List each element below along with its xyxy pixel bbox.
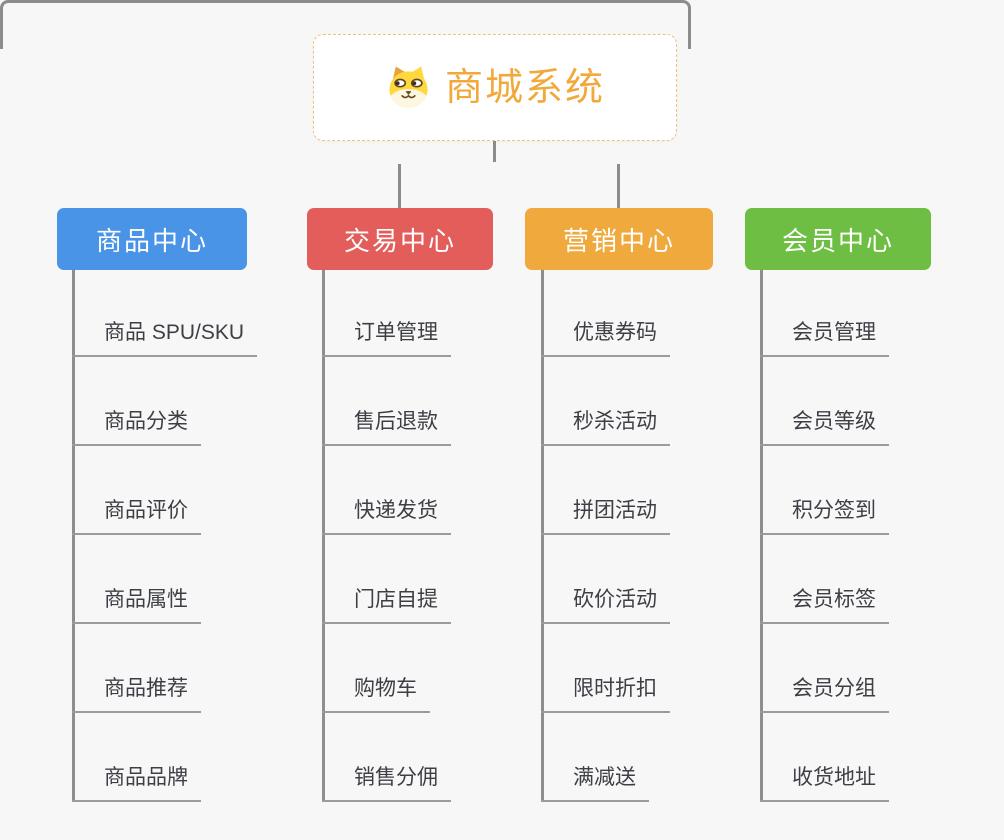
leaf-node[interactable]: 会员管理 xyxy=(760,319,889,357)
leaf-node[interactable]: 商品推荐 xyxy=(72,675,201,713)
branch-node-trade[interactable]: 交易中心 xyxy=(307,208,493,270)
leaf-node[interactable]: 商品属性 xyxy=(72,586,201,624)
connector-trunk-member xyxy=(760,270,763,802)
branch-node-member[interactable]: 会员中心 xyxy=(745,208,931,270)
leaf-node[interactable]: 订单管理 xyxy=(322,319,451,357)
leaf-node[interactable]: 优惠券码 xyxy=(541,319,670,357)
leaf-node[interactable]: 积分签到 xyxy=(760,497,889,535)
branch-node-product[interactable]: 商品中心 xyxy=(57,208,247,270)
leaf-node[interactable]: 商品分类 xyxy=(72,408,201,446)
branch-node-marketing[interactable]: 营销中心 xyxy=(525,208,713,270)
leaf-node[interactable]: 门店自提 xyxy=(322,586,451,624)
leaf-node[interactable]: 砍价活动 xyxy=(541,586,670,624)
leaf-node[interactable]: 商品评价 xyxy=(72,497,201,535)
leaf-node[interactable]: 会员分组 xyxy=(760,675,889,713)
root-node[interactable]: 商城系统 xyxy=(313,34,677,141)
connector-trunk-marketing xyxy=(541,270,544,802)
root-node-title: 商城系统 xyxy=(444,66,605,109)
leaf-node[interactable]: 收货地址 xyxy=(760,764,889,802)
connector-root-stub xyxy=(493,141,496,162)
connector-bus-line xyxy=(0,0,691,49)
connector-drop-marketing xyxy=(617,164,620,208)
leaf-node[interactable]: 快递发货 xyxy=(322,497,451,535)
leaf-node[interactable]: 购物车 xyxy=(322,675,430,713)
leaf-node[interactable]: 会员等级 xyxy=(760,408,889,446)
leaf-node[interactable]: 秒杀活动 xyxy=(541,408,670,446)
connector-trunk-product xyxy=(72,270,75,802)
leaf-node[interactable]: 售后退款 xyxy=(322,408,451,446)
leaf-node[interactable]: 会员标签 xyxy=(760,586,889,624)
shiba-dog-icon xyxy=(389,66,428,108)
leaf-node[interactable]: 商品品牌 xyxy=(72,764,201,802)
leaf-node[interactable]: 拼团活动 xyxy=(541,497,670,535)
leaf-node[interactable]: 商品 SPU/SKU xyxy=(72,319,258,357)
connector-trunk-trade xyxy=(322,270,325,802)
leaf-node[interactable]: 销售分佣 xyxy=(322,764,451,802)
leaf-node[interactable]: 限时折扣 xyxy=(541,675,670,713)
connector-drop-trade xyxy=(398,164,401,208)
leaf-node[interactable]: 满减送 xyxy=(541,764,649,802)
